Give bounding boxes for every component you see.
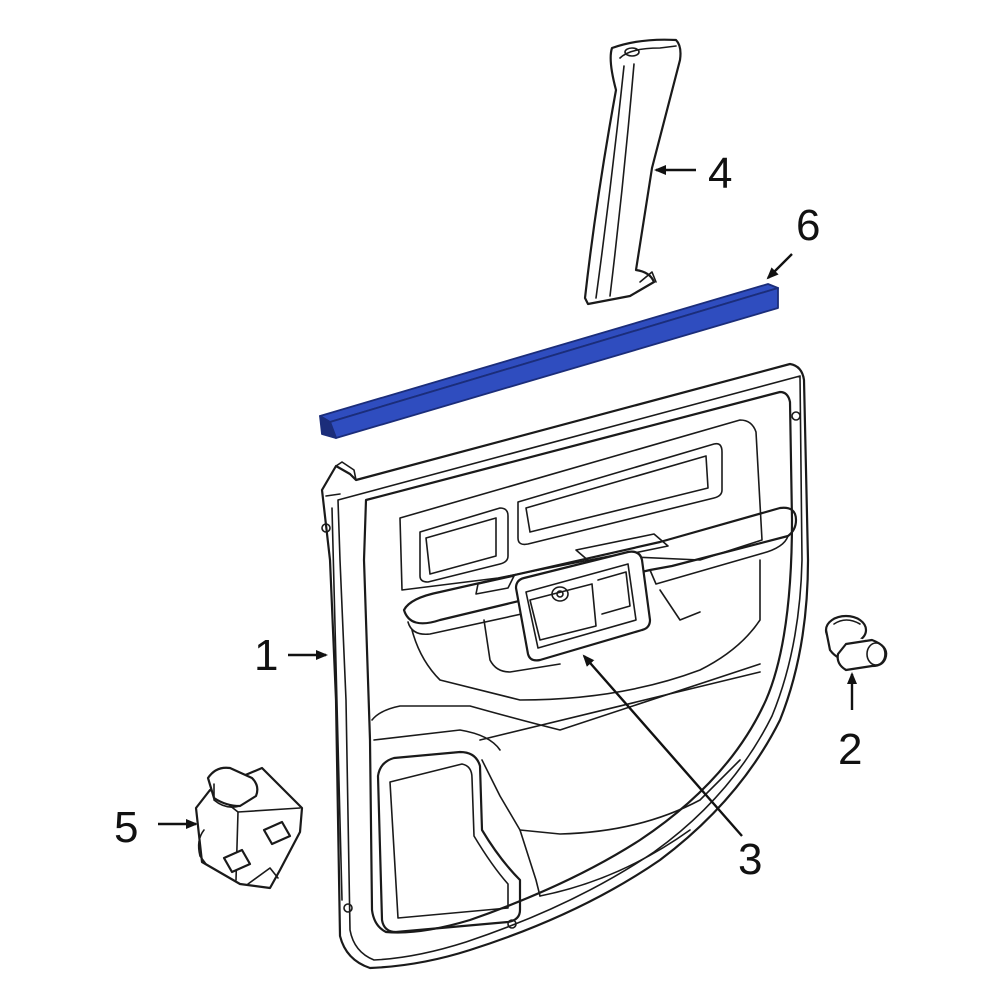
belt-molding-part-6[interactable] (319, 283, 779, 439)
inside-handle-part-3[interactable] (514, 550, 652, 662)
callout-5: 5 (114, 803, 138, 852)
window-switch-part-5[interactable] (194, 766, 304, 890)
leader-3 (582, 654, 743, 837)
leader-6 (766, 253, 793, 280)
pillar-trim-part-4[interactable] (583, 38, 682, 306)
callout-1: 1 (254, 631, 278, 680)
callout-4: 4 (708, 149, 732, 198)
belt-molding-end-face (319, 415, 337, 439)
push-pin-clip-part-2[interactable] (824, 614, 888, 672)
callout-2: 2 (838, 725, 862, 774)
callout-6: 6 (796, 201, 820, 250)
callout-3: 3 (738, 835, 762, 884)
door-trim-panel-part-1[interactable] (320, 362, 810, 970)
